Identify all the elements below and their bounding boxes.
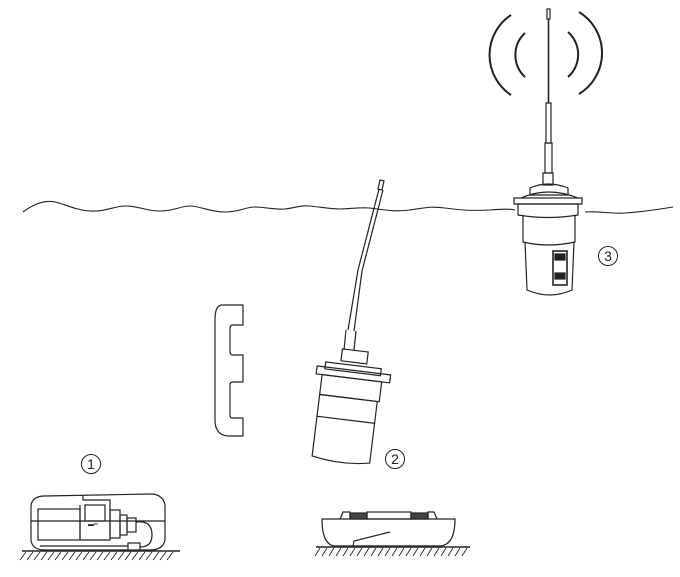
stage-2-label: 2 <box>385 449 405 469</box>
beacon-2-body <box>311 348 392 465</box>
svg-text:▬━: ▬━ <box>88 522 98 528</box>
beacon-3-antenna <box>542 8 554 186</box>
water-surface-line <box>22 200 674 214</box>
stage-3-label: 3 <box>598 246 618 266</box>
deck-hatching-1 <box>19 550 180 561</box>
beacon-3-body <box>513 183 583 296</box>
radio-waves-icon <box>488 11 604 96</box>
beacon-1-in-bracket: ▬━ <box>30 493 166 552</box>
beacon-2-antenna <box>343 179 385 351</box>
stage-1-label: 1 <box>81 454 101 474</box>
deck-hatching-2 <box>314 546 470 557</box>
bracket-cover-shell <box>214 304 244 437</box>
empty-bracket <box>321 511 456 547</box>
